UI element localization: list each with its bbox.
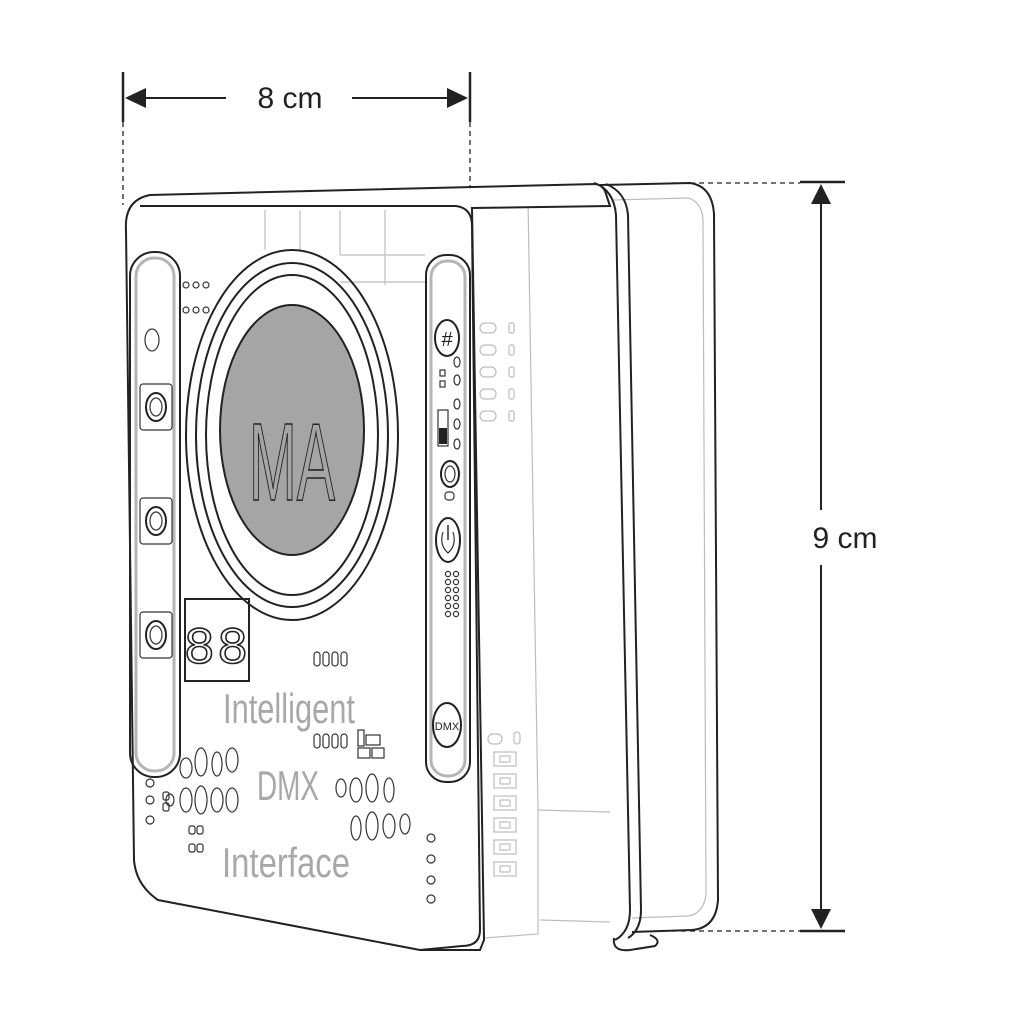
print-line-interface: Interface bbox=[222, 839, 350, 886]
width-dimension: 8 cm bbox=[121, 72, 472, 205]
arrow-down-icon bbox=[811, 909, 831, 929]
dmx-button[interactable]: DMX bbox=[432, 702, 462, 748]
round-button[interactable] bbox=[440, 460, 460, 501]
device-body bbox=[124, 181, 720, 952]
pcb-components bbox=[145, 322, 521, 904]
component-dots-top-left bbox=[182, 281, 210, 314]
right-control-rail: # bbox=[425, 254, 471, 783]
power-icon bbox=[441, 531, 455, 554]
power-button[interactable] bbox=[435, 517, 461, 563]
slide-switch[interactable] bbox=[437, 409, 449, 447]
print-line-intelligent: Intelligent bbox=[223, 685, 355, 732]
left-button-3[interactable] bbox=[139, 611, 173, 659]
arrow-up-icon bbox=[811, 184, 831, 204]
segment-display: 88 bbox=[183, 598, 250, 682]
arrow-left-icon bbox=[125, 88, 146, 108]
small-indicators bbox=[439, 356, 461, 450]
logo-disc: MA bbox=[185, 249, 399, 621]
dmx-button-label: DMX bbox=[435, 721, 460, 733]
ma-logo: MA bbox=[249, 401, 335, 524]
left-button-1[interactable] bbox=[139, 383, 173, 431]
status-led bbox=[144, 328, 160, 352]
connector-pins bbox=[444, 570, 460, 618]
height-label: 9 cm bbox=[812, 522, 877, 555]
hash-button-label: # bbox=[441, 329, 453, 351]
display-digits: 88 bbox=[184, 620, 250, 679]
hash-button[interactable]: # bbox=[434, 319, 460, 357]
printed-branding: Intelligent DMX Interface bbox=[222, 685, 355, 886]
arrow-right-icon bbox=[447, 88, 468, 108]
left-button-2[interactable] bbox=[139, 497, 173, 545]
left-button-rail bbox=[129, 251, 181, 778]
print-line-dmx: DMX bbox=[257, 762, 319, 809]
width-label: 8 cm bbox=[257, 82, 322, 115]
